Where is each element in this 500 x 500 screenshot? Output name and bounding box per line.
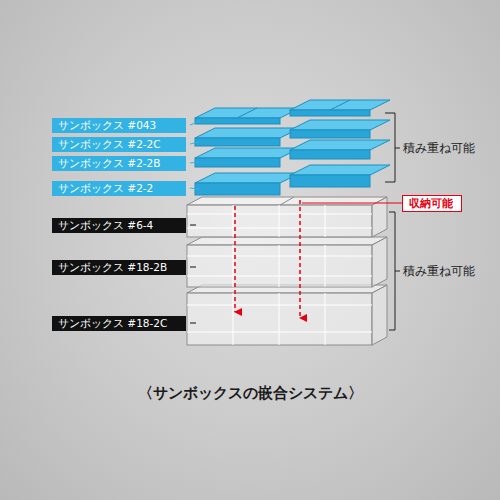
product-label: サンボックス #18-2C bbox=[52, 316, 186, 331]
leader-lines bbox=[190, 225, 196, 323]
storage-arrow bbox=[299, 200, 301, 318]
label-text: 収納可能 bbox=[409, 197, 455, 210]
label-text: サンボックス #6-4 bbox=[58, 219, 180, 232]
label-text: サンボックス #18-2B bbox=[58, 261, 180, 274]
product-label: サンボックス #6-4 bbox=[52, 218, 186, 233]
product-label: サンボックス #043 bbox=[52, 118, 186, 133]
label-text: サンボックス #043 bbox=[58, 119, 180, 132]
stack-note: 積み重ね可能 bbox=[403, 263, 475, 280]
stack-bracket bbox=[385, 113, 400, 330]
product-label: サンボックス #2-2B bbox=[52, 156, 186, 171]
storage-arrow bbox=[234, 206, 236, 312]
caption: 〈サンボックスの嵌合システム〉 bbox=[138, 384, 363, 403]
storage-tag: 収納可能 bbox=[402, 195, 462, 212]
label-text: サンボックス #2-2C bbox=[58, 138, 180, 151]
product-label: サンボックス #2-2 bbox=[52, 181, 186, 196]
label-text: サンボックス #2-2B bbox=[58, 157, 180, 170]
label-text: サンボックス #2-2 bbox=[58, 182, 180, 195]
product-label: サンボックス #18-2B bbox=[52, 260, 186, 275]
storage-leader bbox=[302, 203, 402, 204]
stack-note: 積み重ね可能 bbox=[403, 140, 475, 157]
product-label: サンボックス #2-2C bbox=[52, 137, 186, 152]
label-text: サンボックス #18-2C bbox=[58, 317, 180, 330]
clear-box-18-2c bbox=[187, 285, 387, 345]
leader-lines bbox=[190, 121, 200, 189]
blue-trays bbox=[195, 100, 390, 195]
clear-box-18-2b bbox=[187, 237, 387, 287]
